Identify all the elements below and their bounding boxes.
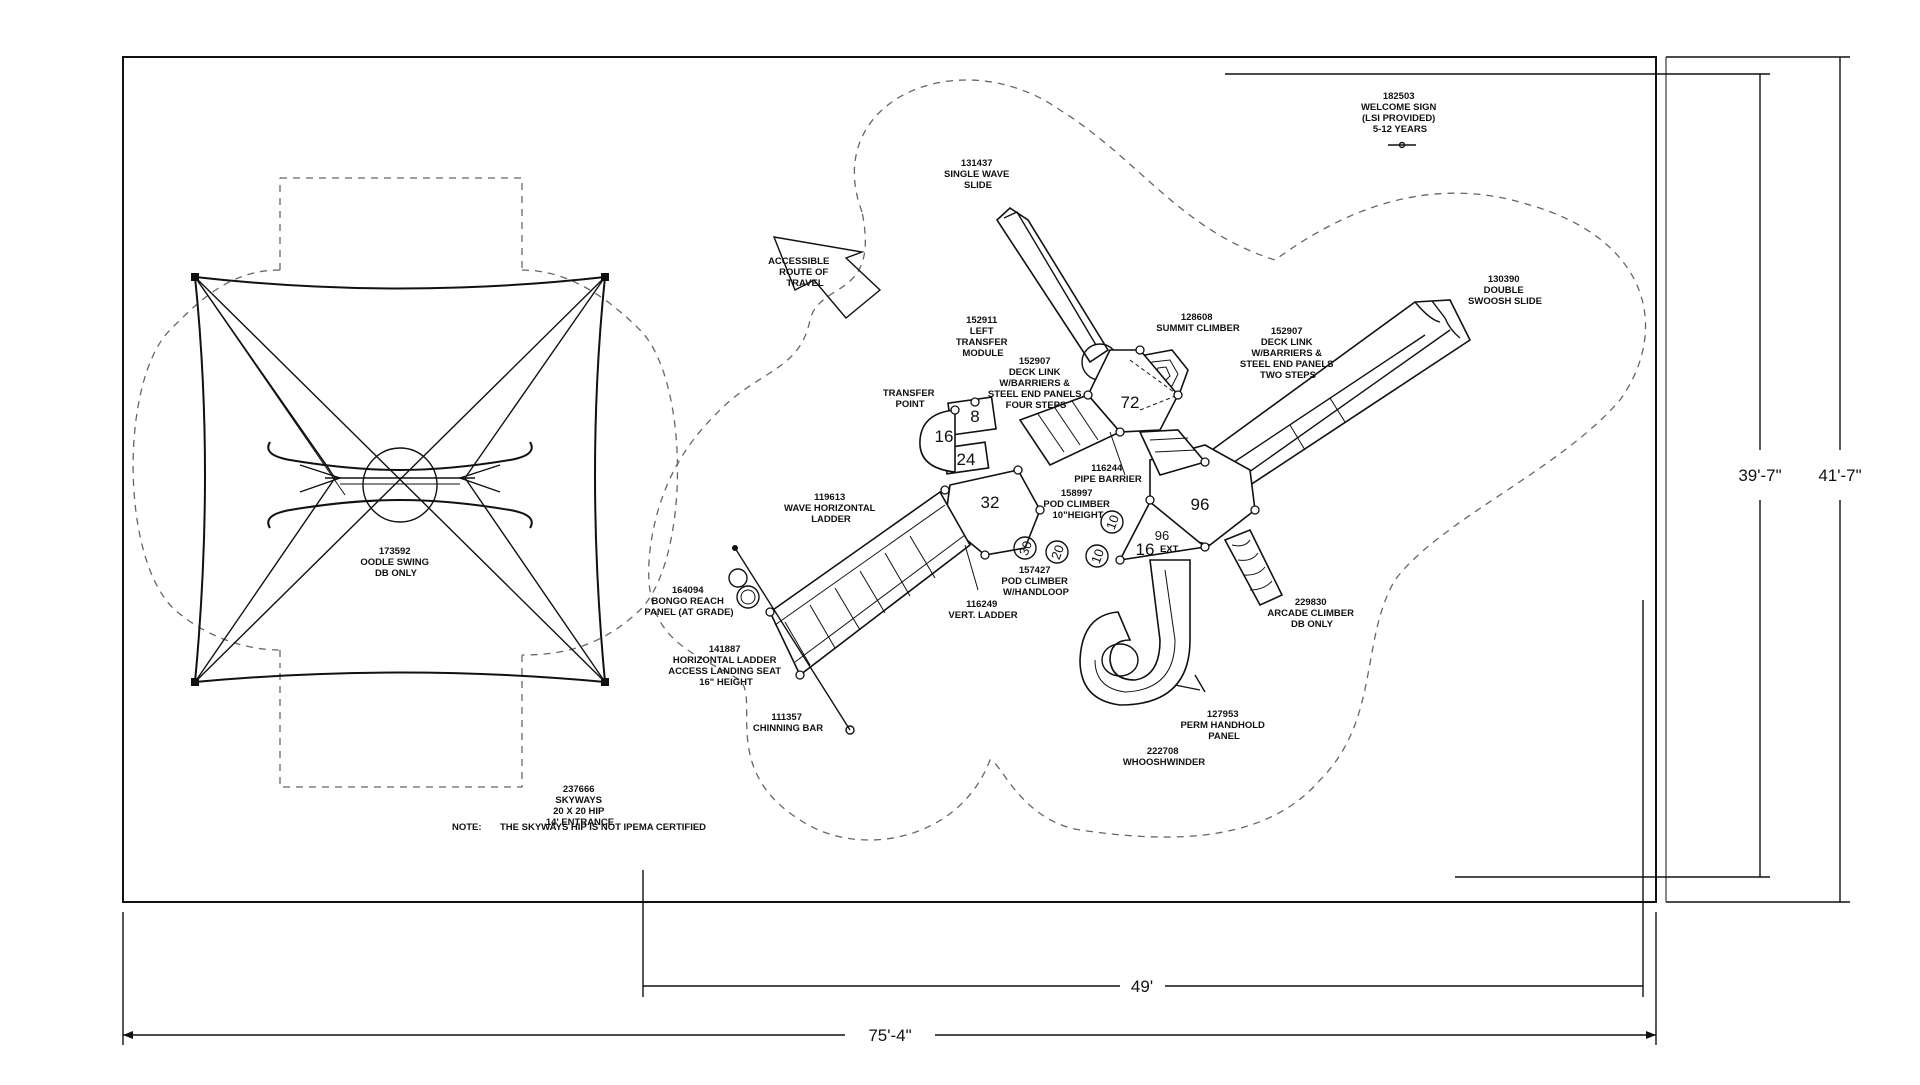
- dim-total-width: 75'-4": [868, 1026, 911, 1045]
- dim-play-width: 49': [1131, 977, 1153, 996]
- play-use-zone: [648, 79, 1647, 841]
- pod-30: 30: [1016, 539, 1035, 558]
- pipe-barrier-label: 116244 PIPE BARRIER: [1074, 463, 1142, 485]
- whooshwinder: [1079, 559, 1206, 706]
- wave-ladder-label: 119613 WAVE HORIZONTAL LADDER: [784, 492, 878, 525]
- bongo-label: 164094 BONGO REACH PANEL (AT GRADE): [644, 585, 733, 618]
- oodle-swing: [267, 441, 533, 529]
- pod-20: 20: [1048, 543, 1067, 562]
- skyways-shade: [132, 177, 679, 788]
- deck-height-16-transfer: 16: [935, 427, 954, 446]
- pod-climber-10-label: 158997 POD CLIMBER 10"HEIGHT: [1043, 488, 1112, 521]
- pod-climbers: [1013, 510, 1124, 568]
- deck-height-72: 72: [1121, 393, 1140, 412]
- arcade-label: 229830 ARCADE CLIMBER DB ONLY: [1267, 597, 1356, 630]
- deck-height-96: 96: [1191, 495, 1210, 514]
- whooshwinder-label: 222708 WHOOSHWINDER: [1123, 746, 1205, 768]
- double-swoosh-slide: [1203, 299, 1472, 497]
- accessible-route-arrow: [772, 236, 882, 319]
- skyways-label: 237666 SKYWAYS 20 X 20 HIP 14' ENTRANCE: [546, 784, 614, 828]
- summit-label: 128608 SUMMIT CLIMBER: [1156, 312, 1240, 334]
- dim-height-outer: 41'-7": [1818, 466, 1861, 485]
- deck-height-16-ext: 16: [1136, 540, 1155, 559]
- deck-ext-label: EXT.: [1160, 544, 1180, 555]
- deck-height-96-ext: 96: [1155, 528, 1169, 543]
- play-structure: [728, 345, 1260, 735]
- vert-ladder-label: 116249 VERT. LADDER: [948, 599, 1017, 621]
- double-swoosh-label: 130390 DOUBLE SWOOSH SLIDE: [1468, 274, 1542, 307]
- site-boundary: [122, 56, 1657, 903]
- note-text: THE SKYWAYS HIP IS NOT IPEMA CERTIFIED: [500, 822, 706, 833]
- pod-10-a: 10: [1103, 513, 1122, 532]
- dim-height-inner: 39'-7": [1738, 466, 1781, 485]
- chinning-label: 111357 CHINNING BAR: [753, 712, 823, 734]
- left-transfer-label: 152911 LEFT TRANSFER MODULE: [956, 315, 1010, 359]
- welcome-sign-label: 182503 WELCOME SIGN (LSI PROVIDED) 5-12 …: [1361, 91, 1439, 135]
- single-wave-slide: [995, 206, 1119, 381]
- swing-label: 173592 OODLE SWING DB ONLY: [360, 546, 431, 579]
- handhold-label: 127953 PERM HANDHOLD PANEL: [1180, 709, 1267, 742]
- deck-link-four-label: 152907 DECK LINK W/BARRIERS & STEEL END …: [988, 356, 1084, 411]
- pod-10-b: 10: [1088, 547, 1107, 566]
- transfer-point-label: TRANSFER POINT: [883, 388, 937, 410]
- deck-height-32: 32: [981, 493, 1000, 512]
- arcade-climber: [1223, 528, 1284, 607]
- welcome-sign: [1388, 141, 1416, 149]
- deck-height-8: 8: [970, 407, 979, 426]
- note-key: NOTE:: [452, 822, 482, 833]
- dimension-lines: [122, 56, 1850, 1045]
- single-wave-label: 131437 SINGLE WAVE SLIDE: [944, 158, 1012, 191]
- horiz-ladder-label: 141887 HORIZONTAL LADDER ACCESS LANDING …: [668, 644, 783, 688]
- deck-height-24: 24: [957, 450, 976, 469]
- route-label: ACCESSIBLE ROUTE OF TRAVEL: [768, 256, 832, 289]
- deck-link-two-label: 152907 DECK LINK W/BARRIERS & STEEL END …: [1240, 326, 1336, 381]
- pod-climber-hl-label: 157427 POD CLIMBER W/HANDLOOP: [1001, 565, 1070, 598]
